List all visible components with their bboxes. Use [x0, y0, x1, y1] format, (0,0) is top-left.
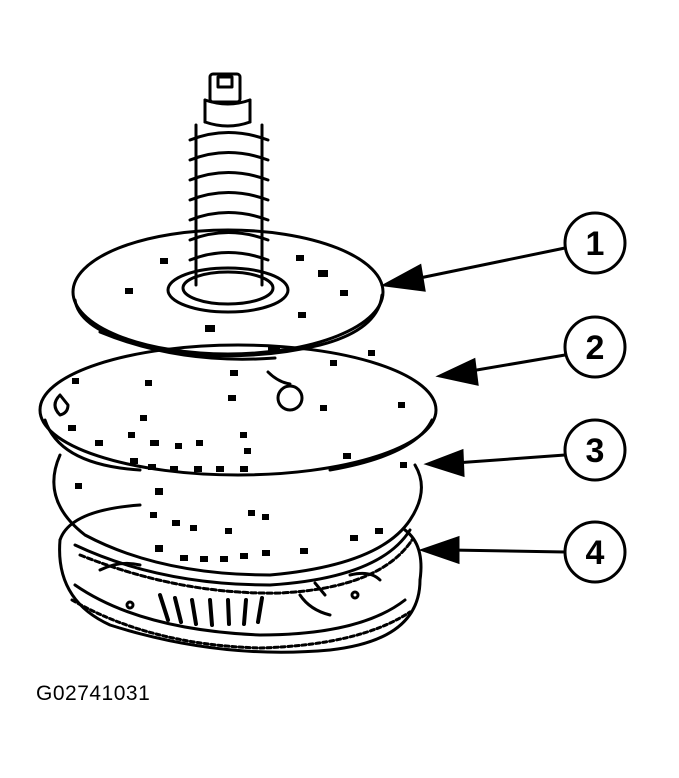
shaft	[188, 72, 270, 287]
svg-text:3: 3	[586, 432, 605, 470]
part-1-disc	[71, 228, 385, 361]
svg-text:4: 4	[586, 534, 605, 572]
part-3-plate	[52, 453, 423, 595]
callout-1: 1	[563, 211, 627, 275]
callout-4: 4	[563, 520, 627, 584]
part-2-plate	[38, 343, 438, 477]
figure-code: G02741031	[36, 682, 151, 705]
svg-text:2: 2	[586, 329, 605, 367]
callout-2: 2	[563, 315, 627, 379]
plate-holes	[68, 255, 407, 562]
callout-3: 3	[563, 418, 627, 482]
part-4-housing	[58, 503, 423, 654]
callout-leaders	[380, 246, 566, 565]
svg-text:1: 1	[586, 225, 605, 263]
